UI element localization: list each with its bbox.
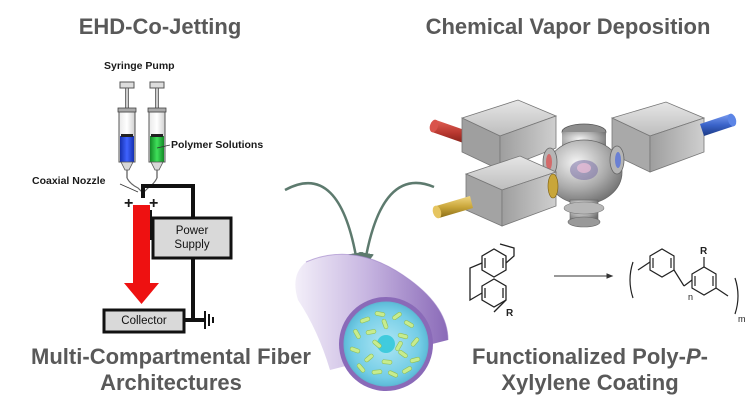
substituent-r-left: R (506, 308, 514, 319)
ground-icon (204, 311, 214, 329)
fiber-particles (349, 311, 421, 378)
pointer-polymer-solutions (156, 144, 171, 149)
jet-arrow (124, 205, 159, 304)
substituent-r-right: R (700, 246, 708, 257)
label-coaxial-nozzle: Coaxial Nozzle (32, 175, 106, 187)
heading-functionalized-poly-p-xylylene: Functionalized Poly-P- Xylylene Coating (440, 344, 740, 396)
syringe-blue-icon (117, 81, 137, 178)
fiber-icon (295, 253, 449, 391)
curve-arrow-right (359, 181, 435, 268)
power-supply-box (151, 216, 233, 260)
heading-ehd-co-jetting: EHD-Co-Jetting (78, 14, 242, 39)
tubing-left (126, 177, 144, 194)
label-syringe-pump: Syringe Pump (104, 60, 175, 72)
label-collector: Collector (121, 315, 167, 327)
heading-line-2: Xylylene Coating (501, 370, 679, 395)
cvd-reactor-icon (429, 99, 737, 228)
syringe-green-icon (147, 81, 167, 178)
polymer-structure (629, 248, 739, 315)
paracyclophane-structure (469, 243, 515, 313)
heading-multi-compartmental-fiber: Multi-Compartmental Fiber Architectures (6, 344, 336, 396)
heading-line-1-italic: P (685, 344, 701, 369)
pointer-coaxial-nozzle (119, 183, 139, 193)
label-power: Power (175, 225, 209, 237)
label-supply: Supply (174, 239, 210, 251)
label-power-supply: Power Supply (153, 224, 231, 252)
heading-line-1-pre: Functionalized Poly- (472, 344, 686, 369)
heading-line-1: Multi-Compartmental Fiber (31, 344, 311, 369)
curve-arrow-left (284, 181, 363, 268)
heading-chemical-vapor-deposition: Chemical Vapor Deposition (425, 14, 711, 39)
fiber-core (377, 335, 395, 353)
repeat-n: n (688, 292, 693, 302)
label-plus-left: + (124, 195, 134, 212)
repeat-m: m (738, 314, 746, 324)
collector-box (102, 308, 186, 334)
label-plus-right: + (149, 195, 159, 212)
heading-line-2: Architectures (100, 370, 242, 395)
heading-line-1-post: - (700, 344, 708, 369)
label-polymer-solutions: Polymer Solutions (171, 139, 264, 151)
